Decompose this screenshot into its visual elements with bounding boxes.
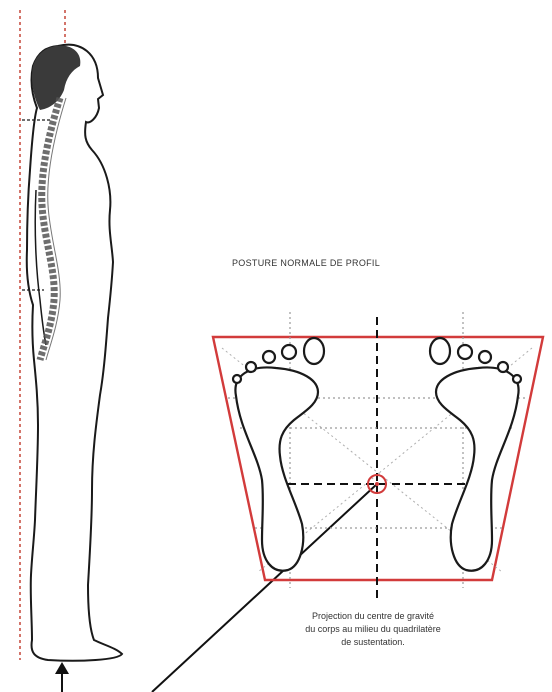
diagram-title: POSTURE NORMALE DE PROFIL: [232, 258, 492, 268]
left-foot: [233, 338, 324, 571]
caption-line-2: du corps au milieu du quadrilatère: [228, 623, 518, 636]
caption-line-1: Projection du centre de gravité: [228, 610, 518, 623]
arrow-head-icon: [55, 662, 69, 674]
right-foot: [430, 338, 521, 571]
diagram-caption: Projection du centre de gravité du corps…: [228, 610, 518, 649]
gravity-center-dot: [375, 482, 379, 486]
caption-line-3: de sustentation.: [228, 636, 518, 649]
